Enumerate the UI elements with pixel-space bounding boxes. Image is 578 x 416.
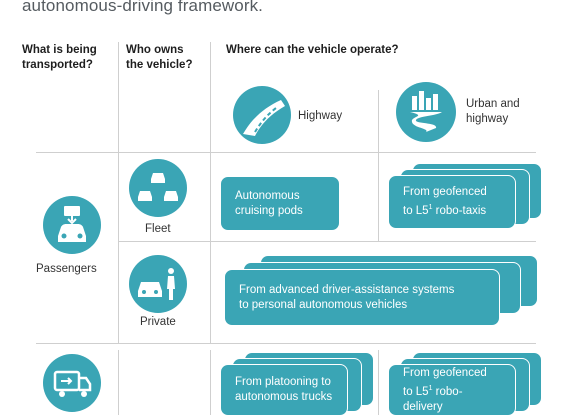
grid-vline-env-2 — [210, 350, 211, 415]
urban-city-icon — [396, 82, 456, 142]
card-robotaxi-line2: to L51 robo-taxis — [403, 200, 487, 219]
row-label-fleet: Fleet — [145, 223, 171, 235]
card-adas: From advanced driver-assistance systems … — [224, 269, 500, 326]
card-robotaxi-rest: robo-taxis — [432, 205, 487, 217]
card-delivery-l5: to L5 — [403, 385, 429, 398]
grid-vline-env — [210, 42, 211, 343]
fleet-cars-icon — [129, 159, 187, 217]
card-trucks: From platooning to autonomous trucks — [220, 364, 348, 416]
passenger-car-icon — [43, 196, 101, 254]
card-delivery-footnote: 1 — [428, 384, 433, 392]
env-label-highway: Highway — [298, 110, 343, 122]
grid-hline-passengers — [36, 343, 536, 344]
env-label-urban: Urban and highway — [466, 97, 520, 127]
card-robotaxi: From geofenced to L51 robo-taxis — [388, 175, 516, 229]
header-who-owns: Who owns the vehicle? — [126, 43, 192, 73]
header-what-line2: transported? — [22, 59, 93, 71]
card-robotaxi-footnote: 1 — [428, 204, 433, 211]
env-label-urban-line2: highway — [466, 113, 509, 125]
env-label-urban-line1: Urban and — [466, 98, 520, 110]
card-adas-line1: From advanced driver-assistance systems — [239, 283, 455, 296]
card-trucks-line1: From platooning to — [235, 376, 331, 388]
highway-icon — [233, 86, 291, 144]
card-autonomous-pods: Autonomous cruising pods — [220, 176, 340, 231]
card-delivery-line2: to L51 robo-delivery — [403, 381, 501, 415]
header-what-line1: What is being — [22, 44, 97, 56]
card-pods-line2: cruising pods — [235, 204, 303, 217]
page-title: autonomous-driving framework. — [22, 0, 263, 15]
row-label-passengers: Passengers — [36, 263, 97, 275]
header-who-line2: the vehicle? — [126, 59, 193, 71]
card-delivery-line1: From geofenced — [403, 366, 487, 379]
header-where-operate: Where can the vehicle operate? — [226, 44, 399, 56]
card-delivery: From geofenced to L51 robo-delivery — [388, 364, 516, 416]
card-delivery-rest: robo-delivery — [403, 385, 463, 413]
private-car-person-icon — [129, 255, 187, 313]
card-trucks-line2: autonomous trucks — [235, 391, 333, 403]
header-who-line1: Who owns — [126, 44, 184, 56]
card-adas-line2: to personal autonomous vehicles — [239, 298, 408, 311]
card-pods-line1: Autonomous — [235, 189, 300, 202]
grid-vline-owner — [118, 42, 119, 343]
grid-hline-header — [36, 152, 536, 153]
grid-hline-fleet — [118, 241, 536, 242]
grid-vline-urban — [378, 90, 379, 242]
delivery-truck-icon — [43, 354, 101, 412]
grid-vline-urban-2 — [378, 350, 379, 415]
row-label-private: Private — [140, 316, 176, 328]
card-robotaxi-line1: From geofenced — [403, 186, 487, 198]
grid-vline-owner-2 — [118, 350, 119, 415]
header-what-transported: What is being transported? — [22, 43, 97, 73]
card-robotaxi-l5: to L5 — [403, 205, 429, 217]
